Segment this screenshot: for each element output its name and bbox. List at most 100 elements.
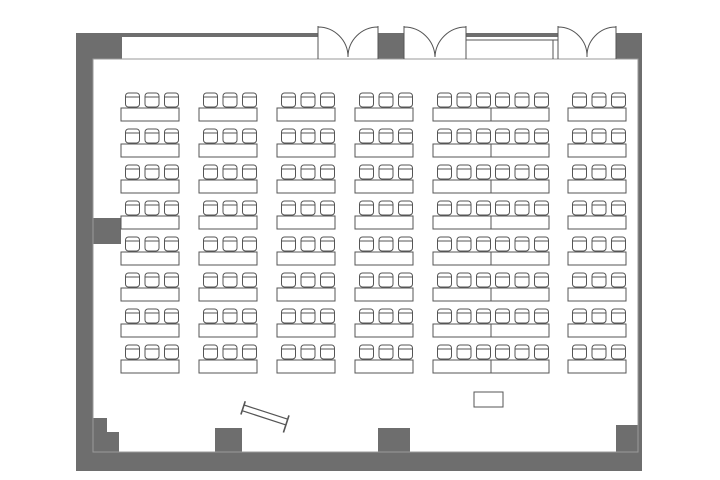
table [490,107,550,122]
chair-icon [534,128,549,144]
chair-icon [456,164,472,180]
chair-icon [611,200,626,216]
chair-icon [591,164,607,180]
chair-icon [242,344,257,360]
table [567,359,627,374]
chair-icon [203,164,218,180]
chair-icon [534,236,549,252]
chair-icon [437,308,452,324]
chair-icon [242,236,257,252]
chair-icon [611,272,626,288]
chair-icon [437,164,452,180]
chair-icon [514,128,530,144]
chair-icon [378,236,394,252]
chair-icon [456,344,472,360]
chair-icon [242,92,257,108]
chair-icon [534,92,549,108]
chair-icon [456,200,472,216]
chair-icon [572,344,587,360]
chair-icon [398,92,413,108]
chair-icon [378,344,394,360]
chair-icon [242,200,257,216]
chair-icon [456,236,472,252]
chair-icon [359,344,374,360]
chair-icon [591,344,607,360]
chair-icon [359,92,374,108]
chair-icon [534,308,549,324]
chair-icon [281,128,296,144]
table [567,179,627,194]
chair-icon [222,164,238,180]
chair-icon [591,92,607,108]
chair-icon [534,164,549,180]
wall-left-notch [93,218,121,244]
chair-icon [514,200,530,216]
chair-icon [534,200,549,216]
chair-icon [144,164,160,180]
chair-icon [281,92,296,108]
chair-icon [164,128,179,144]
chair-icon [320,272,335,288]
chair-icon [281,344,296,360]
table [354,215,414,230]
table [198,179,258,194]
table [276,287,336,302]
wall-bottom-pillar [378,428,410,471]
chair-icon [572,272,587,288]
table [276,215,336,230]
chair-icon [125,200,140,216]
chair-icon [476,200,491,216]
chair-icon [437,272,452,288]
chair-icon [281,308,296,324]
table [276,107,336,122]
chair-icon [476,308,491,324]
table [432,107,492,122]
chair-icon [144,236,160,252]
table [120,323,180,338]
table [120,287,180,302]
chair-icon [495,164,510,180]
chair-icon [476,236,491,252]
chair-icon [495,92,510,108]
chair-icon [476,92,491,108]
chair-icon [437,128,452,144]
chair-icon [534,272,549,288]
door-swing-icon [347,26,379,59]
chair-icon [495,128,510,144]
seating-area [120,92,627,374]
table [198,287,258,302]
table [490,143,550,158]
table [198,251,258,266]
chair-icon [378,272,394,288]
chair-icon [203,200,218,216]
door-swing-icon [317,26,349,59]
wall-top-pillar [378,33,404,59]
chair-icon [611,92,626,108]
chair-icon [611,236,626,252]
table [276,251,336,266]
chair-icon [476,164,491,180]
chair-icon [495,308,510,324]
chair-icon [572,236,587,252]
chair-icon [591,236,607,252]
chair-icon [398,236,413,252]
doors [317,26,617,59]
chair-icon [359,308,374,324]
table [490,215,550,230]
table [120,107,180,122]
table [198,107,258,122]
chair-icon [144,92,160,108]
chair-icon [125,164,140,180]
table [120,215,180,230]
chair-icon [125,344,140,360]
wall-left [76,33,93,471]
wall-top-left-block [76,33,122,59]
chair-icon [144,272,160,288]
chair-icon [144,200,160,216]
chair-icon [222,308,238,324]
chair-icon [572,308,587,324]
chair-icon [222,92,238,108]
chair-icon [514,92,530,108]
chair-icon [300,128,316,144]
chair-icon [164,92,179,108]
